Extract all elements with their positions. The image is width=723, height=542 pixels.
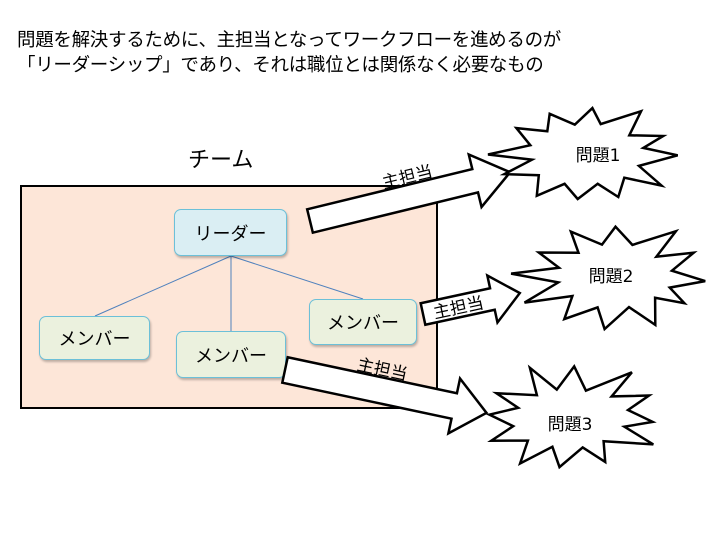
heading-line-2: 「リーダーシップ」であり、それは職位とは関係なく必要なもの (17, 55, 544, 76)
assignment-arrow: 主担当 (419, 273, 522, 327)
heading-line-1: 問題を解決するために、主担当となってワークフローを進めるのが (17, 30, 561, 51)
problem-label: 問題1 (576, 146, 621, 166)
problem-label: 問題2 (589, 267, 634, 287)
problem-burst: 問題1 (487, 106, 679, 201)
member-node: メンバー (176, 331, 286, 378)
arrow-label: 主担当 (432, 293, 486, 323)
leader-node: リーダー (174, 209, 287, 256)
connector-line (94, 255, 232, 317)
member-node: メンバー (39, 316, 150, 360)
connector-line (230, 255, 364, 300)
member-node: メンバー (309, 299, 417, 345)
assignment-arrow: 主担当 (280, 355, 489, 436)
problem-burst: 問題2 (510, 224, 706, 332)
team-title: チーム (188, 148, 254, 173)
problem-burst: 問題3 (485, 364, 657, 470)
problem-label: 問題3 (548, 415, 593, 435)
assignment-arrow: 主担当 (305, 152, 513, 235)
